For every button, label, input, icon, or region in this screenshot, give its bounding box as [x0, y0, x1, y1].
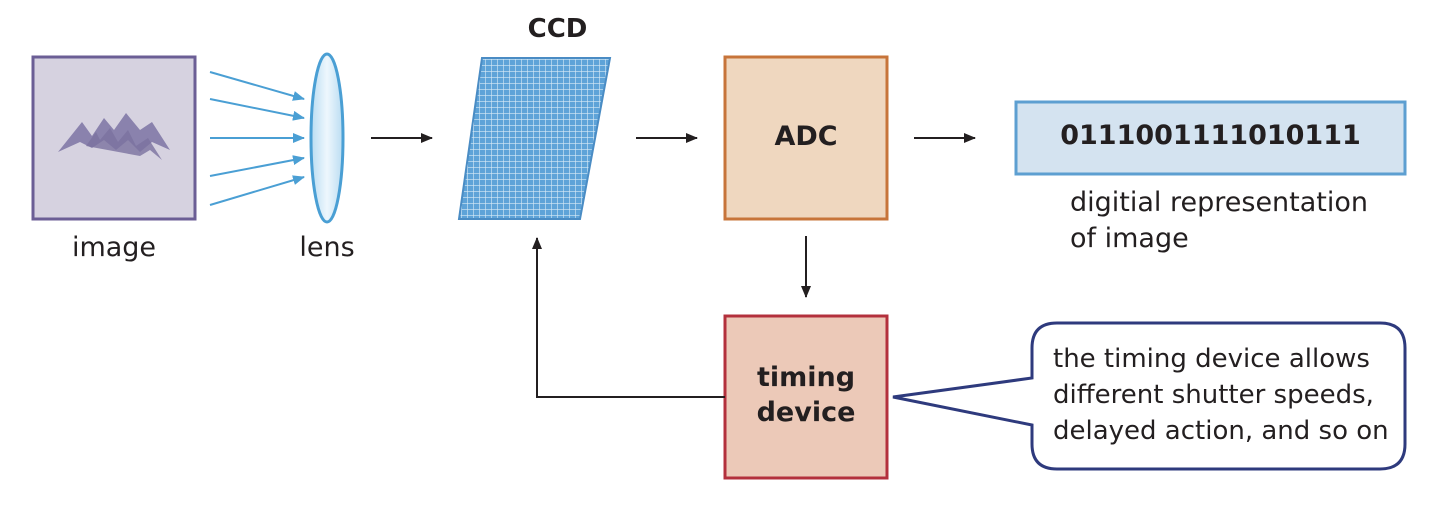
ccd-sensor	[457, 57, 612, 220]
timing-device-box	[723, 314, 889, 480]
arrow-timing-to-ccd	[532, 237, 725, 398]
light-rays	[209, 71, 305, 206]
binary-output-box	[1014, 100, 1407, 176]
ccd-label: CCD	[527, 14, 588, 44]
adc-box	[723, 55, 889, 221]
callout-text: the timing device allows different shutt…	[1053, 341, 1389, 449]
binary-value: 0111001111010111	[1060, 120, 1361, 151]
timing-label-line2: device	[756, 397, 856, 428]
digital-label-line2: of image	[1070, 223, 1189, 254]
image-box	[31, 55, 197, 221]
ray	[209, 98, 305, 121]
lens-label: lens	[299, 232, 355, 263]
adc-label: ADC	[774, 121, 838, 152]
lens-icon	[309, 52, 345, 224]
ray	[209, 175, 305, 206]
callout-line1: the timing device allows	[1053, 344, 1370, 374]
digital-label-line1: digitial representation	[1070, 187, 1369, 218]
image-label: image	[71, 232, 157, 263]
digital-representation-label: digitial representation of image	[1070, 185, 1368, 257]
ray	[209, 71, 305, 101]
timing-label-line1: timing	[756, 362, 856, 393]
ray	[209, 155, 305, 177]
mountain-icon	[58, 113, 170, 160]
timing-device-label: timing device	[725, 360, 887, 430]
callout-line2: different shutter speeds,	[1053, 380, 1374, 410]
callout-line3: delayed action, and so on	[1053, 416, 1389, 446]
callout-bubble	[892, 321, 1407, 471]
